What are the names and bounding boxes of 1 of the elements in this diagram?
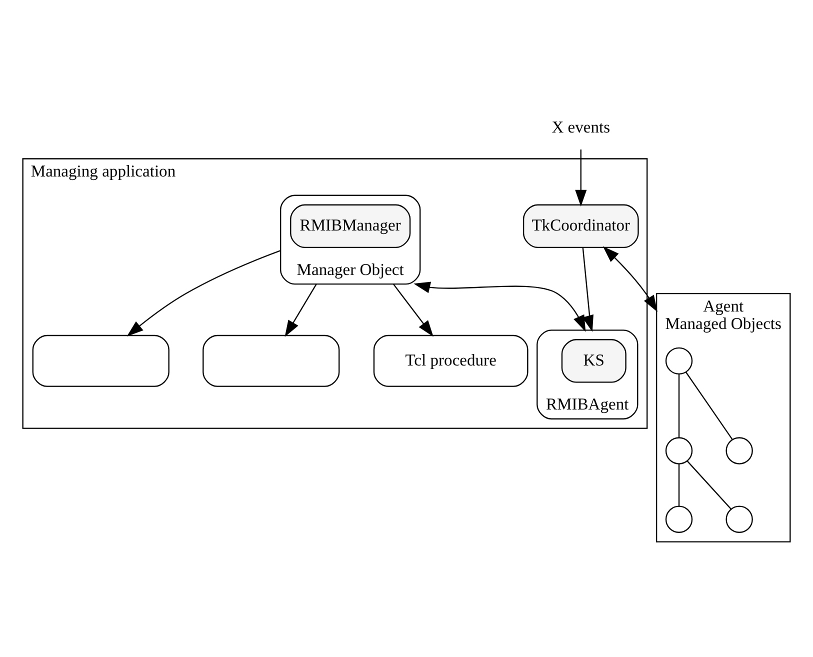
node-text: X events <box>552 116 610 136</box>
